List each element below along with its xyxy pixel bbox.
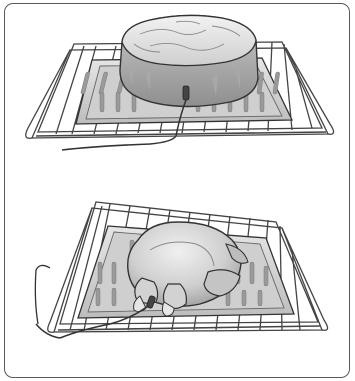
poultry-figure xyxy=(35,202,327,338)
roast-figure xyxy=(26,15,334,150)
